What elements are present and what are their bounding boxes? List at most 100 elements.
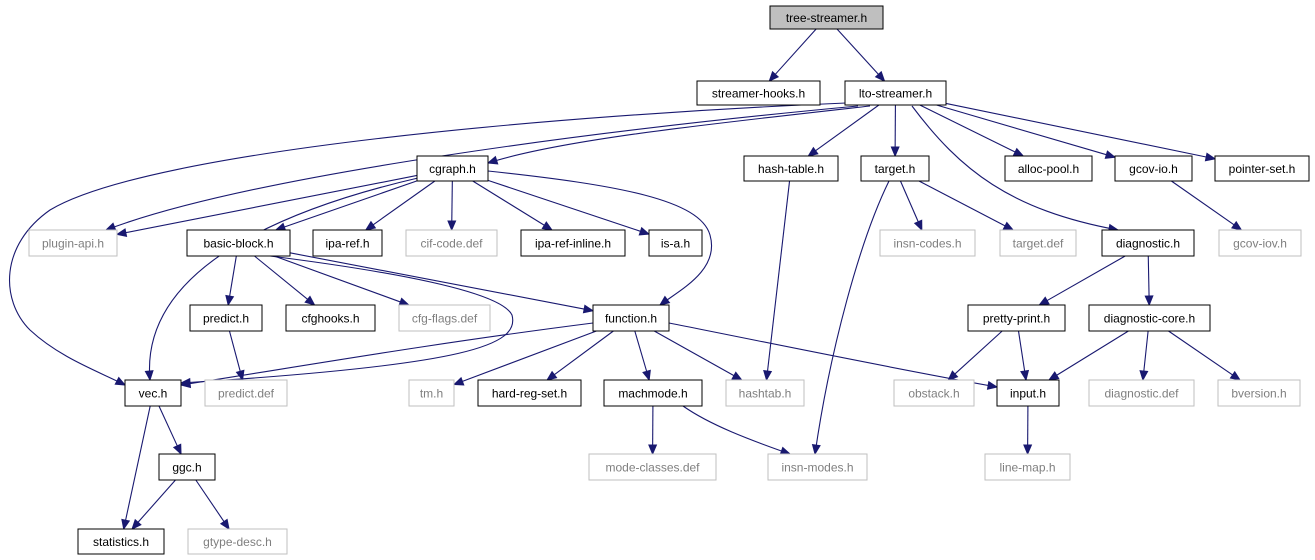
node-label-tree-streamer: tree-streamer.h xyxy=(786,11,867,25)
node-cfg-flags: cfg-flags.def xyxy=(398,304,491,332)
edge-diagnostic-core-to-diagnostic-def-arrowhead xyxy=(1139,370,1149,382)
node-target-def: target.def xyxy=(999,229,1077,257)
edge-lto-streamer-to-hash-table xyxy=(815,104,880,152)
edge-function-to-machmode xyxy=(634,330,648,372)
node-lto-streamer[interactable]: lto-streamer.h xyxy=(844,80,947,106)
node-box-hashtab xyxy=(725,379,805,407)
node-label-hard-reg-set: hard-reg-set.h xyxy=(492,387,567,401)
node-vec[interactable]: vec.h xyxy=(124,379,182,407)
edge-diagnostic-core-to-bversion xyxy=(1168,330,1233,376)
node-box-is-a xyxy=(648,229,703,257)
edge-cgraph-to-vec xyxy=(149,177,419,381)
nodes-layer: tree-streamer.h streamer-hooks.h lto-strea… xyxy=(28,5,1310,555)
edge-diagnostic-to-pretty-print-arrowhead xyxy=(1038,296,1050,306)
node-box-ipa-ref xyxy=(312,229,383,257)
node-label-is-a: is-a.h xyxy=(661,237,690,251)
edge-target-to-target-def xyxy=(918,180,1006,227)
node-label-pretty-print: pretty-print.h xyxy=(983,312,1050,326)
node-machmode[interactable]: machmode.h xyxy=(603,379,703,407)
node-label-obstack: obstack.h xyxy=(908,387,959,401)
edge-diagnostic-core-to-diagnostic-def xyxy=(1143,330,1149,372)
edge-cgraph-to-is-a-arrowhead xyxy=(638,226,651,236)
edge-cgraph-to-function xyxy=(487,170,713,306)
edge-cgraph-to-plugin-api xyxy=(125,174,418,234)
edge-function-to-input-arrowhead xyxy=(986,380,999,390)
edge-ggc-to-gtype-desc xyxy=(195,479,225,522)
node-box-diagnostic-def xyxy=(1088,379,1195,407)
edge-basic-block-to-predict xyxy=(229,255,237,297)
node-cfghooks[interactable]: cfghooks.h xyxy=(285,304,376,332)
node-label-line-map: line-map.h xyxy=(999,461,1055,475)
node-label-insn-codes: insn-codes.h xyxy=(893,237,961,251)
edge-lto-streamer-to-pointer-set xyxy=(945,102,1207,158)
node-box-predict-def xyxy=(204,379,288,407)
edge-diagnostic-to-diagnostic-core-arrowhead xyxy=(1144,295,1154,307)
edge-function-to-hashtab xyxy=(653,330,735,377)
node-box-statistics xyxy=(77,528,165,555)
edge-cgraph-to-ipa-ref-inline-arrowhead xyxy=(541,221,554,231)
edge-cgraph-to-function-arrowhead xyxy=(658,295,671,306)
node-box-cgraph xyxy=(416,155,489,182)
edge-vec-to-statistics xyxy=(125,405,151,521)
edge-input-to-line-map-arrowhead xyxy=(1023,444,1033,456)
node-obstack: obstack.h xyxy=(893,379,975,407)
node-diagnostic[interactable]: diagnostic.h xyxy=(1101,229,1195,257)
node-ggc[interactable]: ggc.h xyxy=(158,453,216,481)
node-insn-codes: insn-codes.h xyxy=(879,229,976,257)
edge-hash-table-to-hashtab-arrowhead xyxy=(763,370,773,382)
edges-layer xyxy=(9,28,1243,531)
node-pretty-print[interactable]: pretty-print.h xyxy=(967,304,1066,332)
node-input[interactable]: input.h xyxy=(996,379,1060,407)
node-hard-reg-set[interactable]: hard-reg-set.h xyxy=(477,379,582,407)
node-predict-def: predict.def xyxy=(204,379,288,407)
edge-lto-streamer-to-vec xyxy=(9,102,847,386)
node-basic-block[interactable]: basic-block.h xyxy=(186,229,291,257)
edge-pretty-print-to-obstack-arrowhead xyxy=(947,370,959,381)
edge-vec-to-ggc-arrowhead xyxy=(172,443,182,456)
edge-function-to-vec xyxy=(180,322,594,386)
edge-target-to-insn-modes xyxy=(814,180,890,455)
edge-function-to-vec-arrowhead xyxy=(179,379,192,389)
edge-diagnostic-core-to-bversion-arrowhead xyxy=(1229,370,1242,381)
node-hashtab: hashtab.h xyxy=(725,379,805,407)
node-hash-table[interactable]: hash-table.h xyxy=(743,155,839,182)
edge-target-to-insn-modes-arrowhead xyxy=(811,443,821,456)
node-box-hash-table xyxy=(743,155,839,182)
node-predict[interactable]: predict.h xyxy=(189,304,263,332)
edge-pretty-print-to-input xyxy=(1017,330,1026,372)
node-label-diagnostic: diagnostic.h xyxy=(1116,237,1180,251)
node-box-diagnostic-core xyxy=(1088,304,1211,332)
node-ipa-ref[interactable]: ipa-ref.h xyxy=(312,229,383,257)
node-label-gcov-io: gcov-io.h xyxy=(1129,162,1178,176)
edge-lto-streamer-to-alloc-pool xyxy=(919,104,1016,153)
node-ipa-ref-inline[interactable]: ipa-ref-inline.h xyxy=(520,229,626,257)
node-statistics[interactable]: statistics.h xyxy=(77,528,165,555)
edge-machmode-to-insn-modes xyxy=(682,405,791,455)
node-streamer-hooks[interactable]: streamer-hooks.h xyxy=(696,80,821,106)
edge-tree-streamer-to-streamer-hooks xyxy=(774,28,817,75)
edge-lto-streamer-to-cgraph-arrowhead xyxy=(486,155,499,165)
node-function[interactable]: function.h xyxy=(592,304,670,332)
node-label-plugin-api: plugin-api.h xyxy=(42,237,104,251)
node-target[interactable]: target.h xyxy=(860,155,930,182)
node-diagnostic-core[interactable]: diagnostic-core.h xyxy=(1088,304,1211,332)
node-tree-streamer[interactable]: tree-streamer.h xyxy=(769,5,884,30)
node-cgraph[interactable]: cgraph.h xyxy=(416,155,489,182)
edge-pretty-print-to-obstack xyxy=(954,330,1003,375)
node-box-cfghooks xyxy=(285,304,376,332)
edge-lto-streamer-to-vec-arrowhead xyxy=(114,376,127,386)
edge-ggc-to-statistics xyxy=(137,479,176,523)
node-is-a[interactable]: is-a.h xyxy=(648,229,703,257)
node-box-alloc-pool xyxy=(1004,155,1093,182)
edge-vec-to-ggc xyxy=(158,405,178,447)
edge-cgraph-to-cif-code xyxy=(451,180,453,222)
node-alloc-pool[interactable]: alloc-pool.h xyxy=(1004,155,1093,182)
edge-function-to-tm xyxy=(462,330,597,382)
edge-ggc-to-statistics-arrowhead xyxy=(131,518,142,530)
node-box-gcov-iov xyxy=(1218,229,1302,257)
node-gcov-io[interactable]: gcov-io.h xyxy=(1114,155,1193,182)
node-box-basic-block xyxy=(186,229,291,257)
node-pointer-set[interactable]: pointer-set.h xyxy=(1214,155,1310,182)
node-box-insn-modes xyxy=(767,453,868,481)
edge-lto-streamer-to-plugin-api-arrowhead xyxy=(104,222,117,231)
